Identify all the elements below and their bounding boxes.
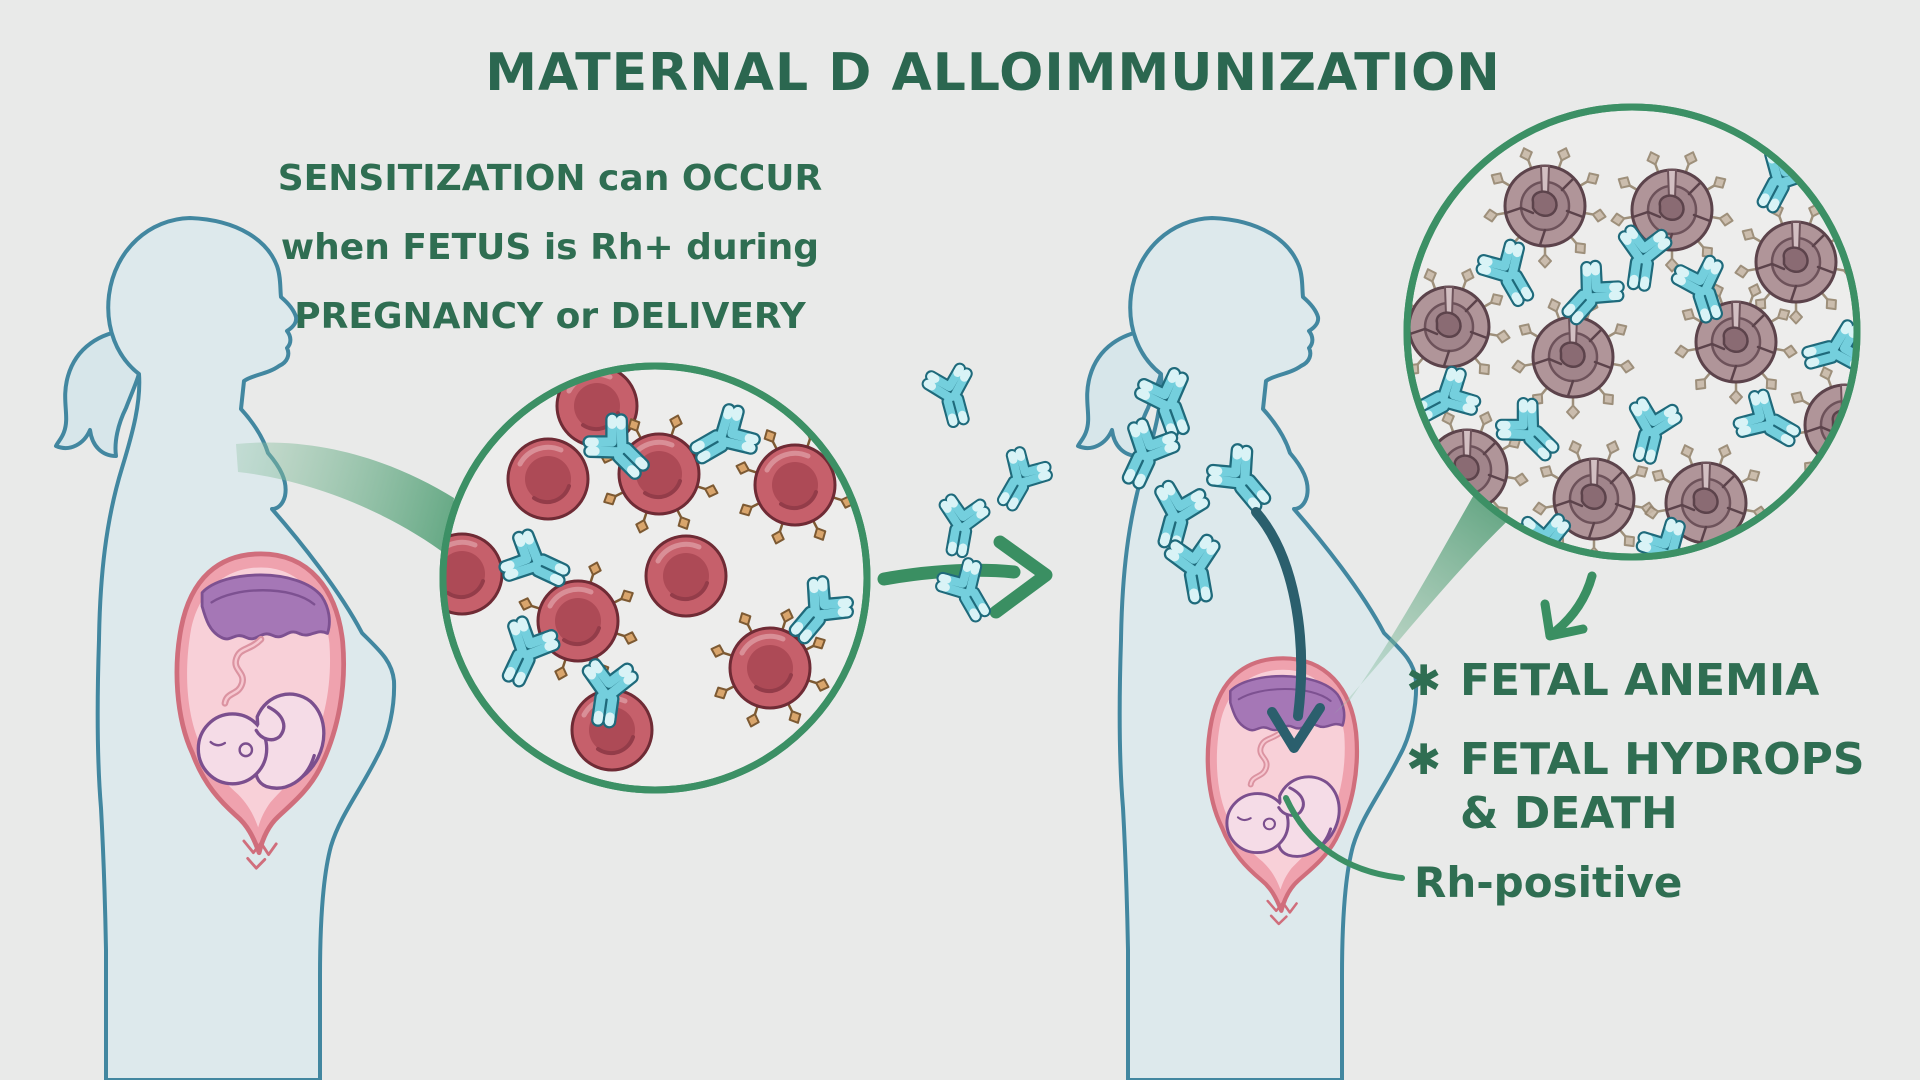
outcome-item-fetal-hydrops: FETAL HYDROPS bbox=[1460, 734, 1865, 785]
caption-line-2: when FETUS is Rh+ during bbox=[281, 227, 819, 268]
left-magnifier-swoosh bbox=[236, 442, 454, 556]
outcome-item-death: & DEATH bbox=[1460, 788, 1678, 839]
progression-arrow-icon bbox=[877, 535, 1053, 619]
right-magnifier-swoosh bbox=[1334, 464, 1530, 714]
blood-magnifier-circle bbox=[439, 362, 871, 794]
fetus-rh-positive-label: Rh-positive bbox=[1414, 858, 1682, 907]
antibody-crossing-placenta-arrow-icon bbox=[1251, 507, 1325, 753]
consequence-arrow-icon bbox=[1540, 571, 1597, 641]
red-blood-cell-icon bbox=[646, 536, 726, 616]
outcome-item-fetal-anemia: FETAL ANEMIA bbox=[1460, 655, 1819, 706]
sensitized-blood-magnifier-circle bbox=[1403, 103, 1861, 561]
caption-line-3: PREGNANCY or DELIVERY bbox=[294, 296, 806, 337]
caption-line-1: SENSITIZATION can OCCUR bbox=[278, 158, 823, 199]
outcome-bullet-2: ✱ bbox=[1406, 735, 1441, 784]
outcome-bullet-1: ✱ bbox=[1406, 656, 1441, 705]
rh-positive-leader-line bbox=[1283, 795, 1405, 881]
page-title: MATERNAL D ALLOIMMUNIZATION bbox=[485, 43, 1501, 103]
red-blood-cell-icon bbox=[508, 439, 588, 519]
